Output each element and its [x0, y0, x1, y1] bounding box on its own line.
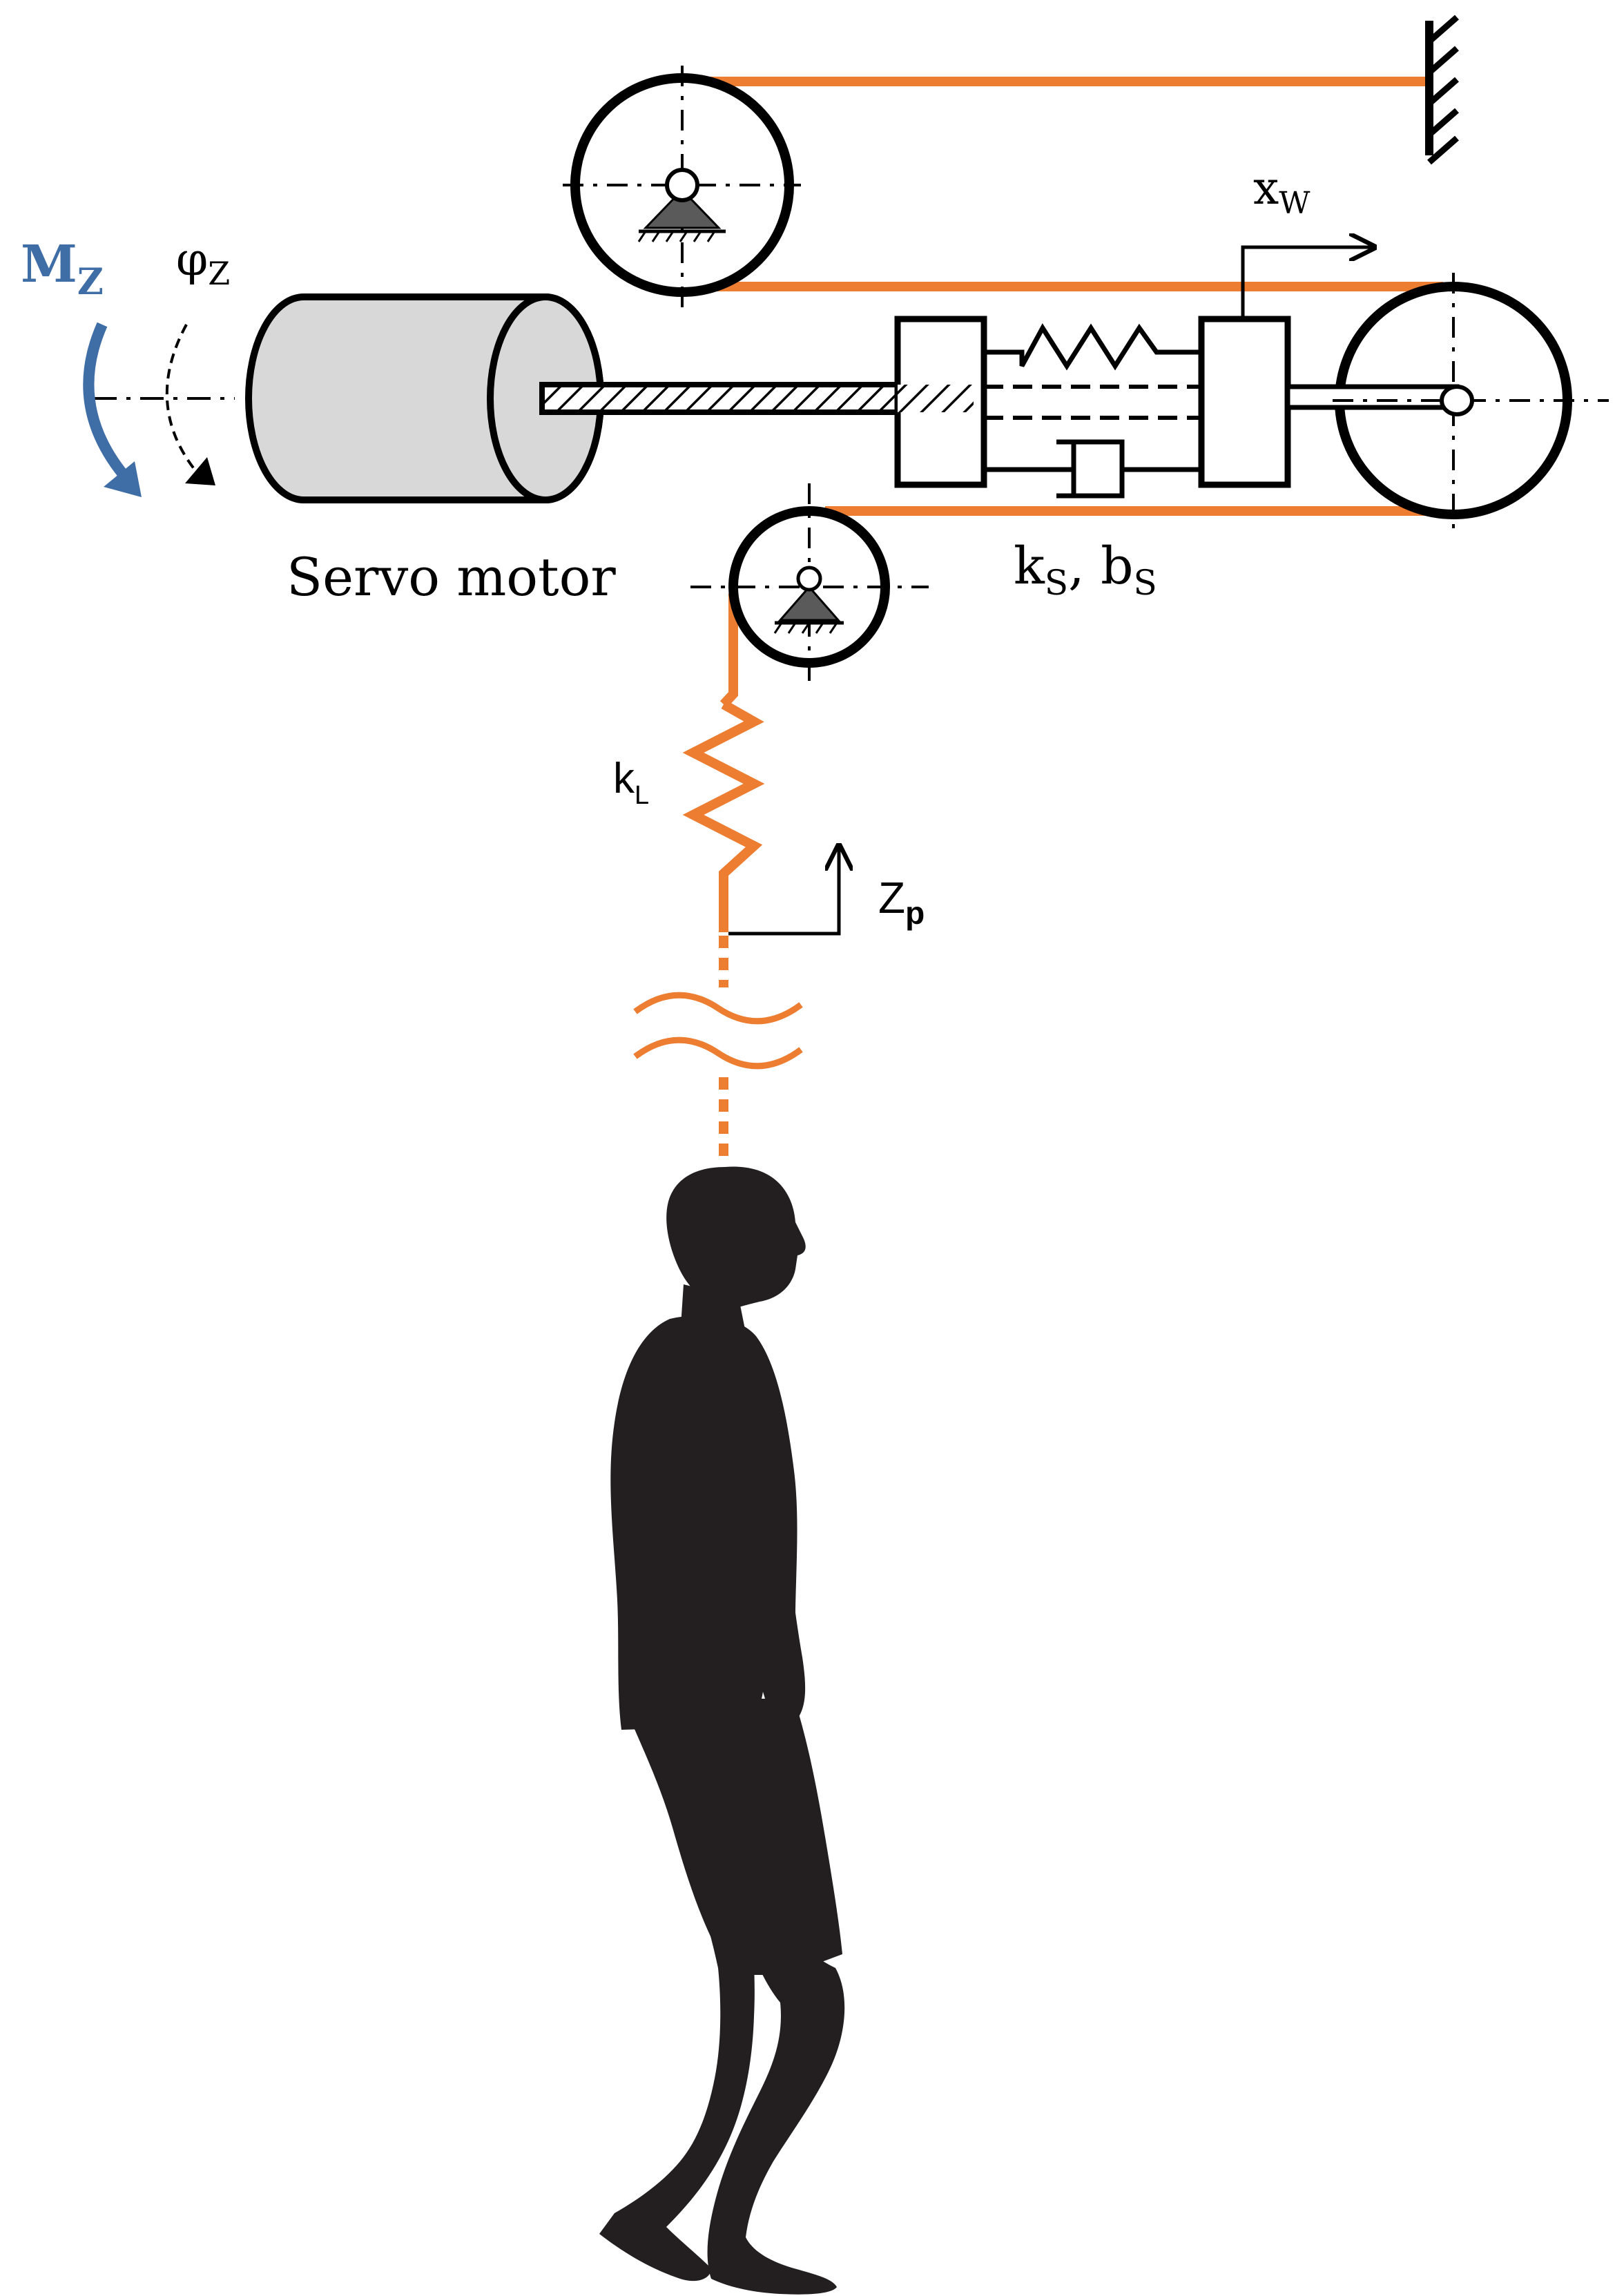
wagon-displacement-label-main: x	[1253, 162, 1279, 215]
spring-damper-b-sub: S	[1134, 563, 1157, 603]
angle-label: φZ	[176, 233, 230, 292]
cut-mark-lower	[633, 1036, 803, 1070]
spring-damper-sep: ,	[1068, 537, 1101, 596]
wagon-pulley	[1285, 273, 1609, 535]
wall-anchor	[1425, 15, 1459, 165]
moment-arrow	[83, 322, 142, 497]
servo-motor	[93, 293, 604, 503]
damper-bs	[984, 439, 1201, 499]
rope-spring-kl	[682, 700, 765, 932]
spring-ks	[984, 323, 1201, 371]
person-displacement-label-main: Z	[878, 873, 905, 923]
spring-damper-k: k	[1014, 537, 1045, 596]
spring-damper-k-sub: S	[1045, 563, 1068, 603]
spring-damper-label: kS, bS	[1014, 537, 1157, 603]
person-displacement-arrow	[728, 846, 839, 936]
cut-mark-upper	[633, 992, 803, 1025]
wagon-block	[1198, 316, 1291, 488]
upper-pulley	[563, 66, 801, 307]
rope	[633, 77, 1443, 1160]
servo-motor-label: Servo motor	[287, 546, 616, 608]
upper-pulley-support	[637, 168, 726, 242]
moment-label-main: M	[21, 235, 77, 294]
wagon-displacement-arrow	[1241, 247, 1374, 319]
lower-pulley	[690, 483, 929, 691]
moment-label: MZ	[21, 235, 104, 303]
screw-nut-block	[894, 316, 987, 488]
angle-label-main: φ	[176, 233, 208, 286]
rope-stiffness-label: kL	[613, 755, 649, 810]
moment-label-sub: Z	[77, 261, 104, 303]
rope-stiffness-label-main: k	[613, 755, 635, 802]
person-displacement-label-sub: p	[905, 895, 925, 931]
rope-stiffness-label-sub: L	[635, 781, 649, 810]
person-displacement-label: Zp	[878, 873, 925, 931]
labels: MZ φZ Servo motor xW kS, bS kL Zp	[21, 162, 1311, 931]
angle-arrow	[165, 324, 215, 485]
walking-person-silhouette	[599, 1166, 845, 2295]
lower-pulley-support	[773, 566, 844, 634]
internal-dashed-lines	[984, 385, 1201, 420]
angle-label-sub: Z	[208, 255, 230, 292]
wagon-displacement-label-sub: W	[1279, 186, 1311, 221]
spring-damper-b: b	[1101, 537, 1133, 596]
wagon-displacement-label: xW	[1253, 162, 1311, 221]
rope-down-to-spring	[719, 594, 738, 708]
lead-screw	[539, 382, 900, 415]
